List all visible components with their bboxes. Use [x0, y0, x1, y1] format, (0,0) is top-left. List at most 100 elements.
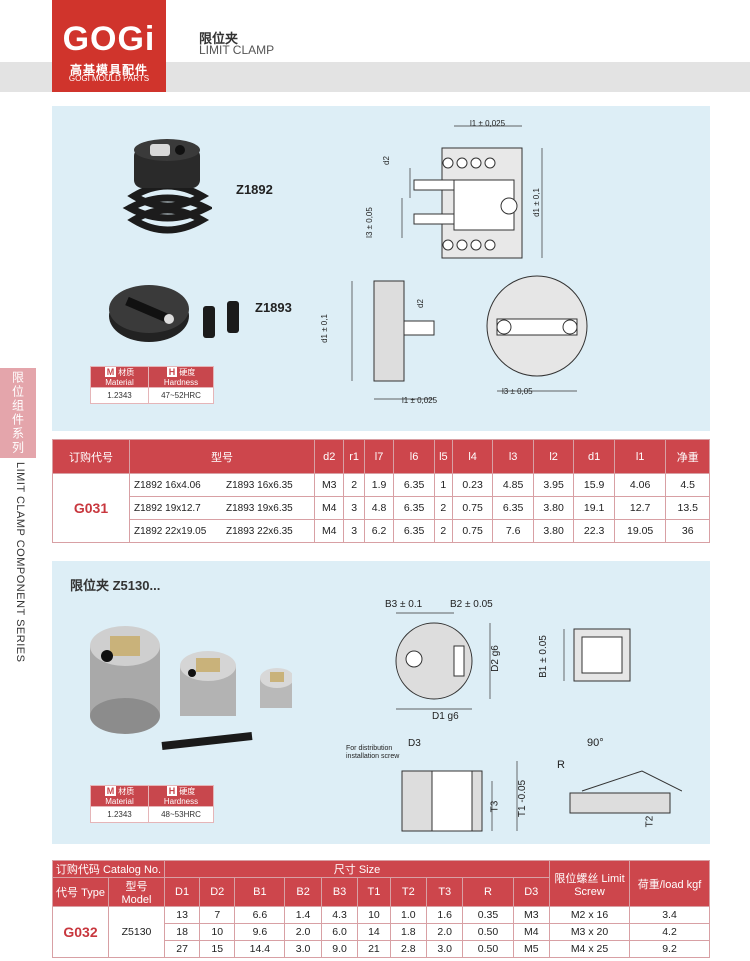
- dim-d1: d1 ± 0,1: [531, 188, 541, 217]
- hardness-en: Hardness: [163, 378, 199, 387]
- cell: 3.0: [284, 940, 322, 958]
- z5130-drawings: [395, 612, 682, 832]
- dim-b3: B3 ± 0.1: [385, 599, 423, 610]
- cell: M3: [512, 906, 550, 924]
- th-dim: T3: [426, 877, 464, 907]
- cell-load: 3.4: [629, 906, 710, 924]
- th-weight: 净重: [665, 439, 710, 474]
- side-series-label: LIMIT CLAMP COMPONENT SERIES: [14, 462, 26, 663]
- order-code: G031: [52, 473, 130, 543]
- dim-l3: l3 ± 0,05: [364, 207, 374, 238]
- th-l5: l5: [433, 439, 453, 474]
- cell: 1: [433, 473, 453, 497]
- material-value: 1.2343: [90, 387, 149, 404]
- dim-t1: T1 -0.05: [517, 779, 529, 818]
- cell: 6.35: [393, 496, 435, 520]
- cell: 9.6: [234, 923, 286, 941]
- th-dim: B3: [320, 877, 359, 907]
- th-l7: l7: [363, 439, 395, 474]
- cell: 6.35: [393, 519, 435, 543]
- cell: 4.3: [320, 906, 359, 924]
- cell: 3: [343, 519, 365, 543]
- cell: 0.23: [451, 473, 494, 497]
- hardness-value: 47~52HRC: [148, 387, 214, 404]
- th-load: 荷重/load kgf: [629, 860, 710, 907]
- cell: 6.6: [234, 906, 286, 924]
- material-mark: M: [104, 367, 117, 377]
- label-z1892: Z1892: [236, 182, 273, 197]
- hardness-en: Hardness: [163, 797, 199, 806]
- th-d1: d1: [573, 439, 615, 474]
- th-dim: T1: [357, 877, 391, 907]
- cell: 10: [199, 923, 236, 941]
- th-dim: D3: [512, 877, 550, 907]
- model-z1893: Z1893 16x6.35: [226, 479, 293, 491]
- cell: 13: [163, 906, 201, 924]
- cell: 10: [357, 906, 391, 924]
- dim-d1: D1 g6: [432, 711, 459, 722]
- cell: 6.35: [492, 496, 534, 520]
- cell-screw: M4 x 25: [549, 940, 630, 958]
- cell-screw: M3 x 20: [549, 923, 630, 941]
- th-type: 代号 Type: [52, 877, 109, 907]
- cell: 3.80: [532, 519, 575, 543]
- cell: 3.0: [426, 940, 464, 958]
- dim-d1-b: d1 ± 0,1: [319, 314, 329, 343]
- table-header: 订购代号 型号 d2 r1 l7 l6 l5 l4 l3 l2 d1 l1 净重: [52, 439, 710, 474]
- cell: 19.1: [573, 496, 615, 520]
- cell: M4: [313, 519, 345, 543]
- th-l6: l6: [393, 439, 435, 474]
- cell: 4.85: [492, 473, 534, 497]
- model-code: Z5130: [108, 906, 165, 958]
- model-z1892: Z1892 19x12.7: [134, 502, 201, 514]
- cell: 36: [665, 519, 710, 543]
- cell: 1.0: [389, 906, 428, 924]
- dim-d2: D2 g6: [489, 645, 501, 672]
- dim-r: R: [557, 759, 565, 771]
- cell: 0.50: [462, 923, 514, 941]
- th-model: 型号 Model: [108, 877, 165, 907]
- th-model: 型号: [129, 439, 315, 474]
- hardness-cn: 硬度: [179, 787, 196, 796]
- material-mark: M: [104, 786, 117, 796]
- model-z1892: Z1892 22x19.05: [134, 525, 207, 537]
- section2-title: 限位夹 Z5130...: [70, 578, 161, 593]
- side-tab: 限位组件系列: [0, 368, 36, 458]
- logo-cn: 高基模具配件: [69, 63, 148, 77]
- hardness-value: 48~53HRC: [148, 806, 214, 823]
- page-title-en: LIMIT CLAMP: [199, 43, 275, 57]
- dim-l3-b: l3 ± 0,05: [502, 387, 533, 396]
- cell: 1.8: [389, 923, 428, 941]
- table-header: 订购代码 Catalog No. 尺寸 Size 限位螺丝 Limit Scre…: [52, 860, 710, 907]
- cell: 22.3: [573, 519, 615, 543]
- cell: 14: [357, 923, 391, 941]
- cell: 1.6: [426, 906, 464, 924]
- product-panel-z5130: 限位夹 Z5130... B3 ± 0.1 B2 ± 0.05: [52, 561, 710, 844]
- model-z1893: Z1893 19x6.35: [226, 502, 293, 514]
- dim-l1: l1 ± 0,025: [470, 119, 506, 128]
- cell: M5: [512, 940, 550, 958]
- brand-logo: GOGi 高基模具配件 GOGI MOULD PARTS: [52, 0, 166, 92]
- hardness-mark: H: [166, 786, 178, 796]
- cell: 0.75: [451, 519, 494, 543]
- th-size: 尺寸 Size: [164, 860, 550, 878]
- cell: 4.5: [665, 473, 710, 497]
- material-cn: 材质: [118, 368, 135, 377]
- dim-d2-b: d2: [415, 299, 425, 308]
- z1893-photo: [109, 285, 239, 342]
- th-dim: B1: [234, 877, 286, 907]
- model-z1893: Z1893 22x6.35: [226, 525, 293, 537]
- th-r1: r1: [343, 439, 365, 474]
- hardness-cn: 硬度: [179, 368, 196, 377]
- th-dim: D1: [163, 877, 201, 907]
- cell: 0.50: [462, 940, 514, 958]
